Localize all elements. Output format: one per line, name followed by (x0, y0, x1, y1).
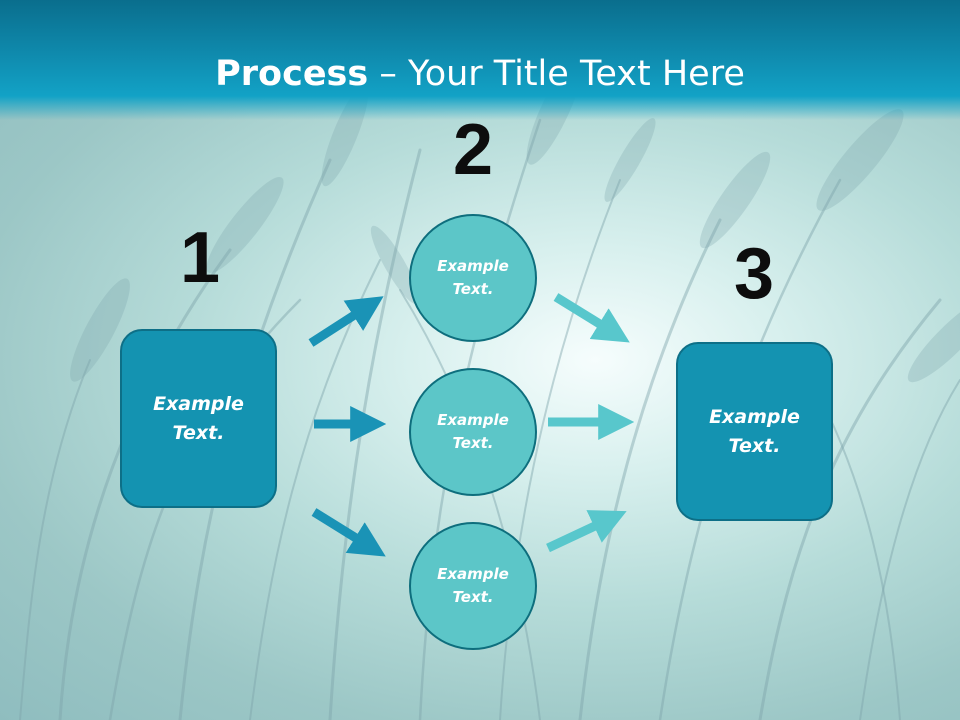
circle-top-line2: Text. (452, 280, 494, 298)
circle-middle-line1: Example (437, 411, 509, 429)
title-bold: Process (215, 54, 369, 94)
left-box-line1: Example (153, 392, 244, 415)
arrow-bottom-to-right (546, 510, 627, 553)
step-number-1: 1 (179, 218, 221, 298)
circle-bottom-line2: Text. (452, 588, 494, 606)
circle-top-line1: Example (437, 257, 509, 275)
step-number-2: 2 (452, 110, 494, 190)
right-box-line1: Example (709, 405, 800, 428)
circle-middle-line2: Text. (452, 434, 494, 452)
arrow-left-to-top (308, 296, 384, 347)
right-box-line2: Text. (728, 434, 781, 457)
slide-title: Process – Your Title Text Here (0, 52, 960, 96)
title-bar (0, 0, 960, 120)
circle-bottom-line1: Example (437, 565, 509, 583)
step-number-3: 3 (733, 234, 775, 314)
arrow-top-to-right (553, 293, 630, 343)
arrow-left-to-bottom (311, 508, 386, 557)
title-rest: – Your Title Text Here (368, 54, 745, 94)
left-box-line2: Text. (172, 421, 225, 444)
